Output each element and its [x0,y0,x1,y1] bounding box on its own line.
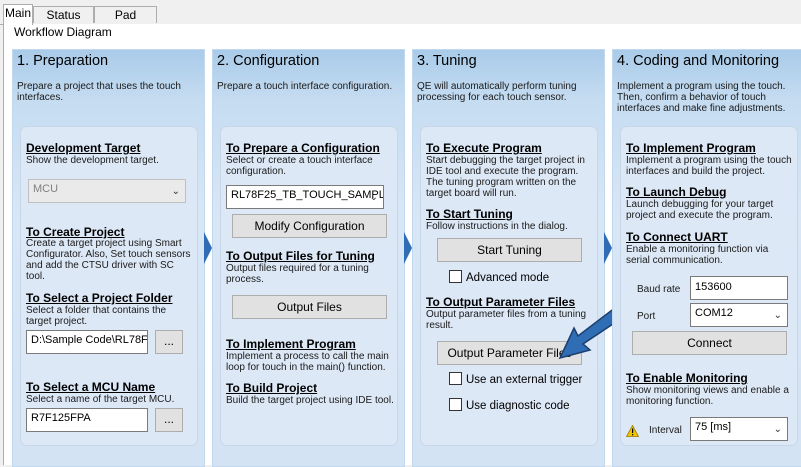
advanced-mode-checkbox[interactable]: Advanced mode [449,270,549,284]
checkbox-icon [449,398,462,411]
checkbox-icon [449,372,462,385]
launch-debug-title: To Launch Debug [626,185,727,199]
warning-icon [626,425,639,437]
implement-program-title: To Implement Program [226,337,356,351]
tab-pad-monitor[interactable]: Pad Monitor [94,6,157,38]
column-preparation: 1. Preparation Prepare a project that us… [12,49,205,467]
tab-status-chart[interactable]: Status Chart [33,6,94,38]
configuration-select[interactable]: RL78F25_TB_TOUCH_SAMPLE_⌄ [226,185,384,209]
output-files-button[interactable]: Output Files [232,295,387,319]
browse-folder-button[interactable]: ... [155,330,183,354]
external-trigger-checkbox[interactable]: Use an external trigger [449,372,582,386]
column-title: 2. Configuration [217,53,320,69]
checkbox-icon [449,270,462,283]
prepare-config-desc: Select or create a touch interface confi… [226,155,373,177]
start-tuning-desc: Follow instructions in the dialog. [426,221,568,232]
start-tuning-title: To Start Tuning [426,207,513,221]
start-tuning-button[interactable]: Start Tuning [437,238,582,262]
baud-rate-label: Baud rate [637,284,681,295]
dev-target-title: Development Target [26,141,141,155]
chevron-down-icon: ⌄ [773,310,782,321]
column-description: Prepare a project that uses the touch in… [17,81,181,103]
implement-program-desc: Implement a program using the touch inte… [626,155,792,177]
tab-bar: Main Status Chart Pad Monitor [0,0,801,38]
column-title: 1. Preparation [17,53,109,69]
interval-label: Interval [649,425,682,436]
output-parameter-files-button[interactable]: Output Parameter Files [437,341,582,365]
connect-uart-desc: Enable a monitoring function via serial … [626,244,769,266]
enable-monitoring-title: To Enable Monitoring [626,371,748,385]
baud-rate-field[interactable]: 153600 [690,276,788,300]
output-files-title: To Output Files for Tuning [226,249,375,263]
flow-arrow-icon [604,232,612,264]
mcu-select: MCU⌄ [28,179,186,203]
column-title: 4. Coding and Monitoring [617,53,780,69]
column-configuration: 2. Configuration Prepare a touch interfa… [212,49,405,467]
mcu-name-title: To Select a MCU Name [26,380,156,394]
enable-monitoring-desc: Show monitoring views and enable a monit… [626,385,789,407]
create-project-desc: Create a target project using Smart Conf… [26,238,191,282]
modify-configuration-button[interactable]: Modify Configuration [232,214,387,238]
flow-arrow-icon [404,232,412,264]
connect-button[interactable]: Connect [632,331,787,355]
mcu-name-desc: Select a name of the target MCU. [26,394,175,405]
port-label: Port [637,311,656,322]
select-folder-title: To Select a Project Folder [26,291,173,305]
build-project-title: To Build Project [226,381,318,395]
workflow-diagram-label: Workflow Diagram [14,25,112,39]
column-title: 3. Tuning [417,53,477,69]
select-folder-desc: Select a folder that contains the target… [26,305,167,327]
mcu-name-field[interactable]: R7F125FPA [26,408,148,432]
prepare-config-title: To Prepare a Configuration [226,141,380,155]
project-folder-field[interactable]: D:\Sample Code\RL78F25_ [26,330,148,354]
build-project-desc: Build the target project using IDE tool. [226,395,394,406]
diagnostic-code-checkbox[interactable]: Use diagnostic code [449,398,570,412]
column-tuning: 3. Tuning QE will automatically perform … [412,49,605,467]
coding-monitoring-card: To Implement Program Implement a program… [620,126,798,446]
execute-program-desc: Start debugging the target project in ID… [426,155,585,199]
interval-select[interactable]: 75 [ms]⌄ [690,417,788,441]
column-description: QE will automatically perform tuning pro… [417,81,577,103]
column-description: Prepare a touch interface configuration. [217,81,393,92]
launch-debug-desc: Launch debugging for your target project… [626,199,774,221]
preparation-card: Development Target Show the development … [20,126,198,446]
tuning-card: To Execute Program Start debugging the t… [420,126,598,446]
implement-program-title: To Implement Program [626,141,756,155]
chevron-down-icon: ⌄ [171,186,180,197]
output-parameter-desc: Output parameter files from a tuning res… [426,309,587,331]
execute-program-title: To Execute Program [426,141,542,155]
connect-uart-title: To Connect UART [626,230,728,244]
chevron-down-icon: ⌄ [773,424,782,435]
output-files-desc: Output files required for a tuning proce… [226,263,369,285]
output-parameter-title: To Output Parameter Files [426,295,576,309]
tab-main[interactable]: Main [3,4,33,25]
browse-mcu-button[interactable]: ... [155,408,183,432]
configuration-card: To Prepare a Configuration Select or cre… [220,126,398,446]
dev-target-desc: Show the development target. [26,155,159,166]
create-project-title: To Create Project [26,225,125,239]
flow-arrow-icon [204,232,212,264]
implement-program-desc: Implement a process to call the main loo… [226,351,389,373]
port-select[interactable]: COM12⌄ [690,303,788,327]
column-description: Implement a program using the touch. The… [617,81,786,114]
column-coding-monitoring: 4. Coding and Monitoring Implement a pro… [612,49,801,467]
chevron-down-icon: ⌄ [369,192,378,203]
